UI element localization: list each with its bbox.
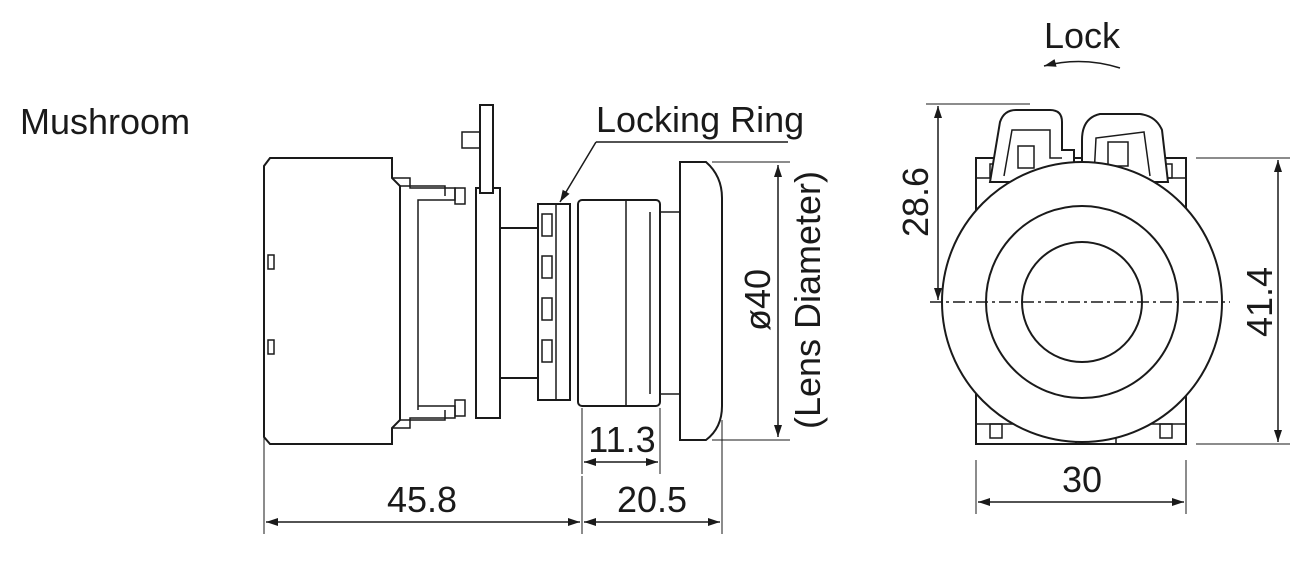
dimension-45-8-label: 45.8 — [387, 479, 457, 520]
side-view: Locking Ring ø40 (Lens Diameter) 11.3 45… — [263, 99, 828, 534]
dimension-45-8: 45.8 — [263, 420, 583, 534]
front-view: Lock — [895, 15, 1290, 514]
dimension-11-3: 11.3 — [581, 408, 661, 474]
operator-shaft — [499, 227, 543, 379]
drawing-title: Mushroom — [20, 101, 190, 142]
bezel — [577, 199, 680, 407]
dimension-11-3-label: 11.3 — [588, 419, 655, 460]
dimension-28-6-label: 28.6 — [895, 167, 936, 237]
locking-ring — [537, 203, 571, 401]
mounting-panel — [461, 104, 501, 419]
dimension-41-4: 41.4 — [1196, 157, 1290, 445]
lens-diameter-value: ø40 — [737, 269, 778, 331]
lens-diameter-text: (Lens Diameter) — [787, 171, 828, 429]
lens-diameter-dimension: ø40 (Lens Diameter) — [712, 161, 828, 441]
dimension-20-5-label: 20.5 — [617, 479, 687, 520]
mushroom-head — [679, 161, 723, 441]
dimension-41-4-label: 41.4 — [1239, 267, 1280, 337]
locking-ring-label: Locking Ring — [596, 99, 804, 140]
dimension-30: 30 — [975, 459, 1187, 514]
dimension-20-5: 20.5 — [584, 420, 723, 534]
dimension-28-6: 28.6 — [895, 103, 1030, 300]
locking-ring-leader — [559, 141, 788, 203]
contact-block — [263, 157, 466, 445]
lock-direction-arrow — [1043, 59, 1121, 69]
lock-label: Lock — [1044, 15, 1121, 56]
dimension-30-label: 30 — [1062, 459, 1102, 500]
